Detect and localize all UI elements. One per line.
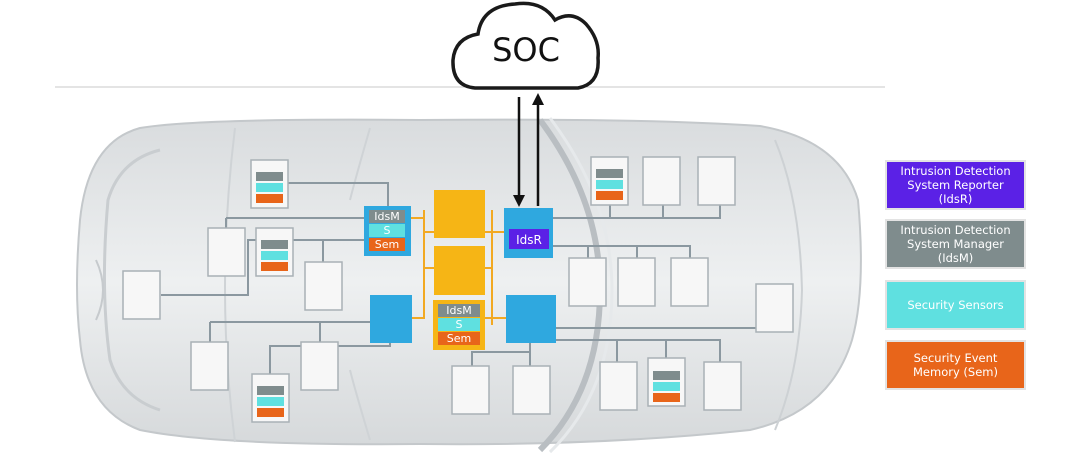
gateway-ecu <box>434 190 485 238</box>
sensor-label: S <box>456 318 463 331</box>
sem-label: Sem <box>447 332 471 345</box>
soc-link-arrows <box>513 93 544 207</box>
legend-sem-text: Security Event Memory (Sem) <box>913 351 998 379</box>
idsm-group: IdsM S Sem <box>364 206 411 256</box>
idsm-label: IdsM <box>446 304 471 317</box>
idsm-label: IdsM <box>374 210 399 223</box>
legend-sensors-text: Security Sensors <box>907 298 1004 312</box>
legend-idsr-text: Intrusion Detection System Reporter (Ids… <box>900 164 1011 206</box>
domain-controller <box>506 295 556 343</box>
ecu-ids-stacks <box>256 169 680 417</box>
sem-label: Sem <box>375 238 399 251</box>
idsr-node: IdsR <box>504 208 553 258</box>
legend-idsm: Intrusion Detection System Manager (IdsM… <box>885 219 1026 269</box>
idsm-group: IdsM S Sem <box>433 300 485 350</box>
soc-label: SOC <box>492 31 560 69</box>
legend-sem: Security Event Memory (Sem) <box>885 340 1026 390</box>
sensor-label: S <box>384 224 391 237</box>
domain-controller <box>370 295 412 343</box>
gateway-bus-lines <box>388 210 506 325</box>
gateway-ecu <box>434 246 485 295</box>
legend-idsm-text: Intrusion Detection System Manager (IdsM… <box>900 223 1011 265</box>
legend-sensors: Security Sensors <box>885 280 1026 330</box>
idsr-label: IdsR <box>516 233 542 247</box>
soc-cloud: SOC <box>451 1 600 90</box>
legend-idsr: Intrusion Detection System Reporter (Ids… <box>885 160 1026 210</box>
